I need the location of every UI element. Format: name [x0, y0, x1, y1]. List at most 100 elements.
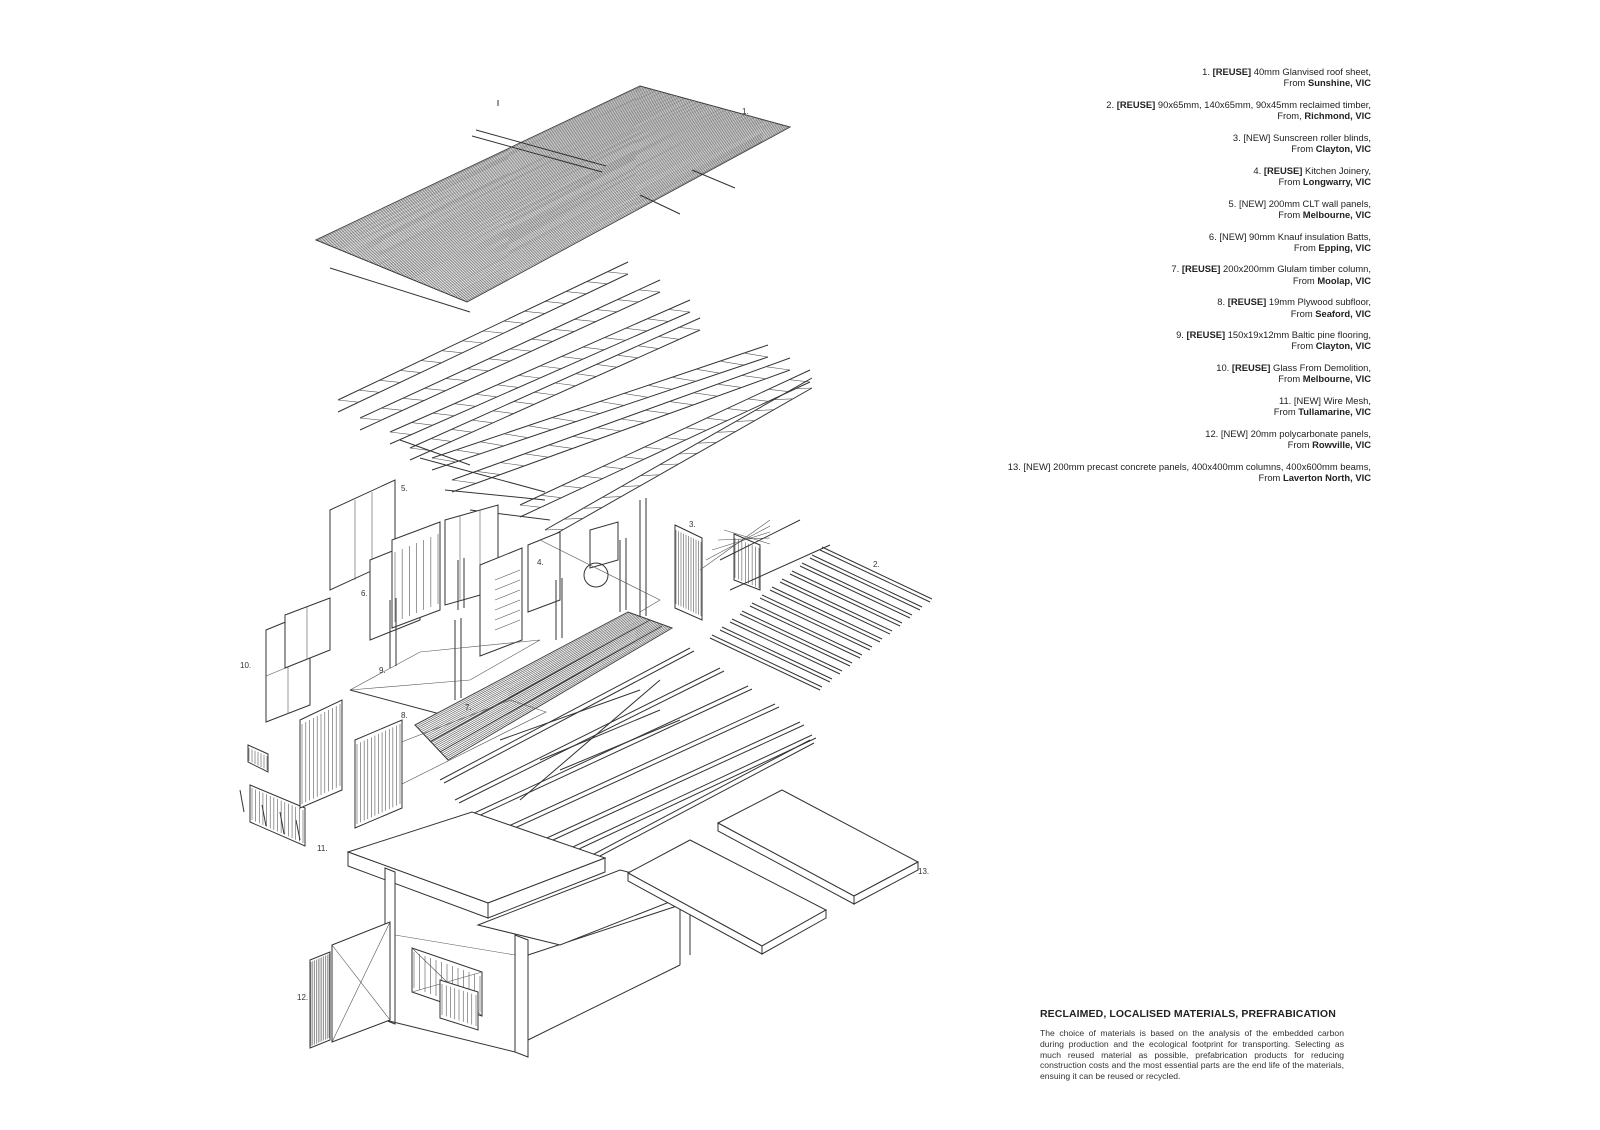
legend-item-line: 8. [REUSE] 19mm Plywood subfloor, — [951, 296, 1371, 307]
callout-9: 9. — [379, 666, 386, 675]
legend-item-line: 10. [REUSE] Glass From Demolition, — [951, 362, 1371, 373]
legend-tag: [NEW] — [1220, 427, 1248, 439]
legend-item-line: 3. [NEW] Sunscreen roller blinds, — [951, 132, 1371, 143]
legend-number: 12. — [1205, 427, 1219, 439]
legend-item-line: 9. [REUSE] 150x19x12mm Baltic pine floor… — [951, 329, 1371, 340]
callout-8: 8. — [401, 711, 408, 720]
legend-place: Seaford, VIC — [1315, 307, 1371, 319]
legend-tag: [NEW] — [1023, 460, 1051, 472]
legend-source-line: From Melbourne, VIC — [951, 209, 1371, 220]
callout-4: 4. — [537, 558, 544, 567]
legend-item-line: 13. [NEW] 200mm precast concrete panels,… — [951, 461, 1371, 472]
legend-item-line: 4. [REUSE] Kitchen Joinery, — [951, 165, 1371, 176]
legend-tag: [REUSE] — [1231, 362, 1271, 374]
legend-number: 6. — [1208, 230, 1217, 242]
callout-7: 7. — [465, 703, 472, 712]
legend-from: From — [1278, 208, 1301, 220]
roof-sheet — [314, 85, 792, 313]
concrete-base-structure — [331, 811, 702, 1058]
materials-legend: 1. [REUSE] 40mm Glanvised roof sheet,Fro… — [951, 66, 1371, 494]
legend-number: 2. — [1106, 98, 1115, 110]
legend-place: Richmond, VIC — [1304, 110, 1371, 122]
legend-description: 40mm Glanvised roof sheet, — [1253, 66, 1371, 77]
legend-source-line: From Seaford, VIC — [951, 308, 1371, 319]
legend-tag: [NEW] — [1243, 131, 1271, 143]
legend-item-line: 5. [NEW] 200mm CLT wall panels, — [951, 198, 1371, 209]
legend-tag: [REUSE] — [1186, 329, 1226, 341]
callout-1: 1. — [742, 107, 749, 116]
legend-place: Rowville, VIC — [1312, 439, 1371, 451]
legend-number: 4. — [1253, 164, 1262, 176]
legend-source-line: From Tullamarine, VIC — [951, 406, 1371, 417]
legend-source-line: From Longwarry, VIC — [951, 176, 1371, 187]
legend-item-line: 7. [REUSE] 200x200mm Glulam timber colum… — [951, 263, 1371, 274]
legend-tag: [NEW] — [1238, 197, 1267, 209]
callout-12: 12. — [297, 993, 308, 1002]
legend-place: Sunshine, VIC — [1307, 77, 1371, 89]
legend-place: Epping, VIC — [1318, 241, 1371, 253]
legend-source-line: From, Richmond, VIC — [951, 110, 1371, 121]
legend-description: 150x19x12mm Baltic pine flooring, — [1227, 329, 1371, 341]
legend-source-line: From Melbourne, VIC — [951, 373, 1371, 384]
precast-beams — [439, 647, 817, 876]
legend-from: From — [1273, 406, 1296, 418]
legend-item-line: 2. [REUSE] 90x65mm, 140x65mm, 90x45mm re… — [951, 99, 1371, 110]
legend-tag: [NEW] — [1219, 230, 1247, 242]
legend-source-line: From Sunshine, VIC — [951, 77, 1371, 88]
legend-place: Melbourne, VIC — [1302, 208, 1371, 220]
legend-description: 19mm Plywood subfloor, — [1268, 296, 1371, 308]
note-body: The choice of materials is based on the … — [1040, 1028, 1344, 1082]
legend-number: 10. — [1216, 362, 1230, 374]
legend-number: 9. — [1176, 329, 1184, 341]
callout-3: 3. — [689, 520, 696, 529]
legend-item: 10. [REUSE] Glass From Demolition,From M… — [951, 362, 1371, 384]
legend-source-line: From Laverton North, VIC — [951, 472, 1371, 483]
legend-item: 7. [REUSE] 200x200mm Glulam timber colum… — [951, 263, 1371, 285]
legend-description: 200mm CLT wall panels, — [1268, 197, 1371, 209]
legend-from: From — [1278, 175, 1301, 187]
legend-item: 3. [NEW] Sunscreen roller blinds,From Cl… — [951, 132, 1371, 154]
legend-number: 11. — [1278, 395, 1292, 407]
legend-number: 13. — [1007, 460, 1021, 472]
legend-description: Wire Mesh, — [1323, 395, 1371, 407]
legend-tag: [NEW] — [1293, 395, 1321, 407]
legend-tag: [REUSE] — [1116, 98, 1156, 110]
legend-place: Clayton, VIC — [1315, 143, 1371, 155]
legend-from: From — [1278, 373, 1301, 385]
legend-from: From — [1290, 307, 1313, 319]
note-title: RECLAIMED, LOCALISED MATERIALS, PREFRABI… — [1040, 1008, 1336, 1020]
legend-from: From — [1293, 241, 1316, 253]
legend-place: Tullamarine, VIC — [1298, 406, 1371, 418]
legend-number: 5. — [1228, 197, 1237, 209]
legend-description: 200mm precast concrete panels, 400x400mm… — [1053, 460, 1371, 472]
legend-item-line: 12. [NEW] 20mm polycarbonate panels, — [951, 428, 1371, 439]
legend-item: 11. [NEW] Wire Mesh,From Tullamarine, VI… — [951, 395, 1371, 417]
legend-item: 5. [NEW] 200mm CLT wall panels,From Melb… — [951, 198, 1371, 220]
legend-tag: [REUSE] — [1181, 263, 1221, 275]
legend-from: From — [1287, 439, 1310, 451]
wall-panels — [329, 479, 831, 723]
legend-item: 13. [NEW] 200mm precast concrete panels,… — [951, 461, 1371, 483]
legend-place: Clayton, VIC — [1315, 340, 1371, 352]
reclaimed-timber-joists — [709, 546, 933, 691]
legend-number: 8. — [1217, 296, 1226, 308]
legend-description: 200x200mm Glulam timber column, — [1223, 263, 1371, 275]
roof-trusses — [337, 261, 813, 541]
legend-item: 6. [NEW] 90mm Knauf insulation Batts,Fro… — [951, 231, 1371, 253]
legend-place: Moolap, VIC — [1317, 274, 1371, 286]
callout-13: 13. — [918, 867, 929, 876]
legend-source-line: From Epping, VIC — [951, 242, 1371, 253]
legend-description: 90x65mm, 140x65mm, 90x45mm reclaimed tim… — [1157, 98, 1371, 110]
legend-source-line: From Rowville, VIC — [951, 439, 1371, 450]
legend-item: 9. [REUSE] 150x19x12mm Baltic pine floor… — [951, 329, 1371, 351]
legend-place: Laverton North, VIC — [1282, 472, 1371, 484]
legend-number: 7. — [1171, 263, 1180, 275]
legend-item-line: 6. [NEW] 90mm Knauf insulation Batts, — [951, 231, 1371, 242]
legend-item-line: 1. [REUSE] 40mm Glanvised roof sheet, — [951, 66, 1371, 77]
legend-tag: [REUSE] — [1227, 296, 1267, 308]
legend-from: From — [1291, 143, 1314, 155]
legend-tag: [REUSE] — [1263, 164, 1303, 176]
legend-number: 1. — [1202, 66, 1210, 77]
legend-item: 4. [REUSE] Kitchen Joinery,From Longwarr… — [951, 165, 1371, 187]
